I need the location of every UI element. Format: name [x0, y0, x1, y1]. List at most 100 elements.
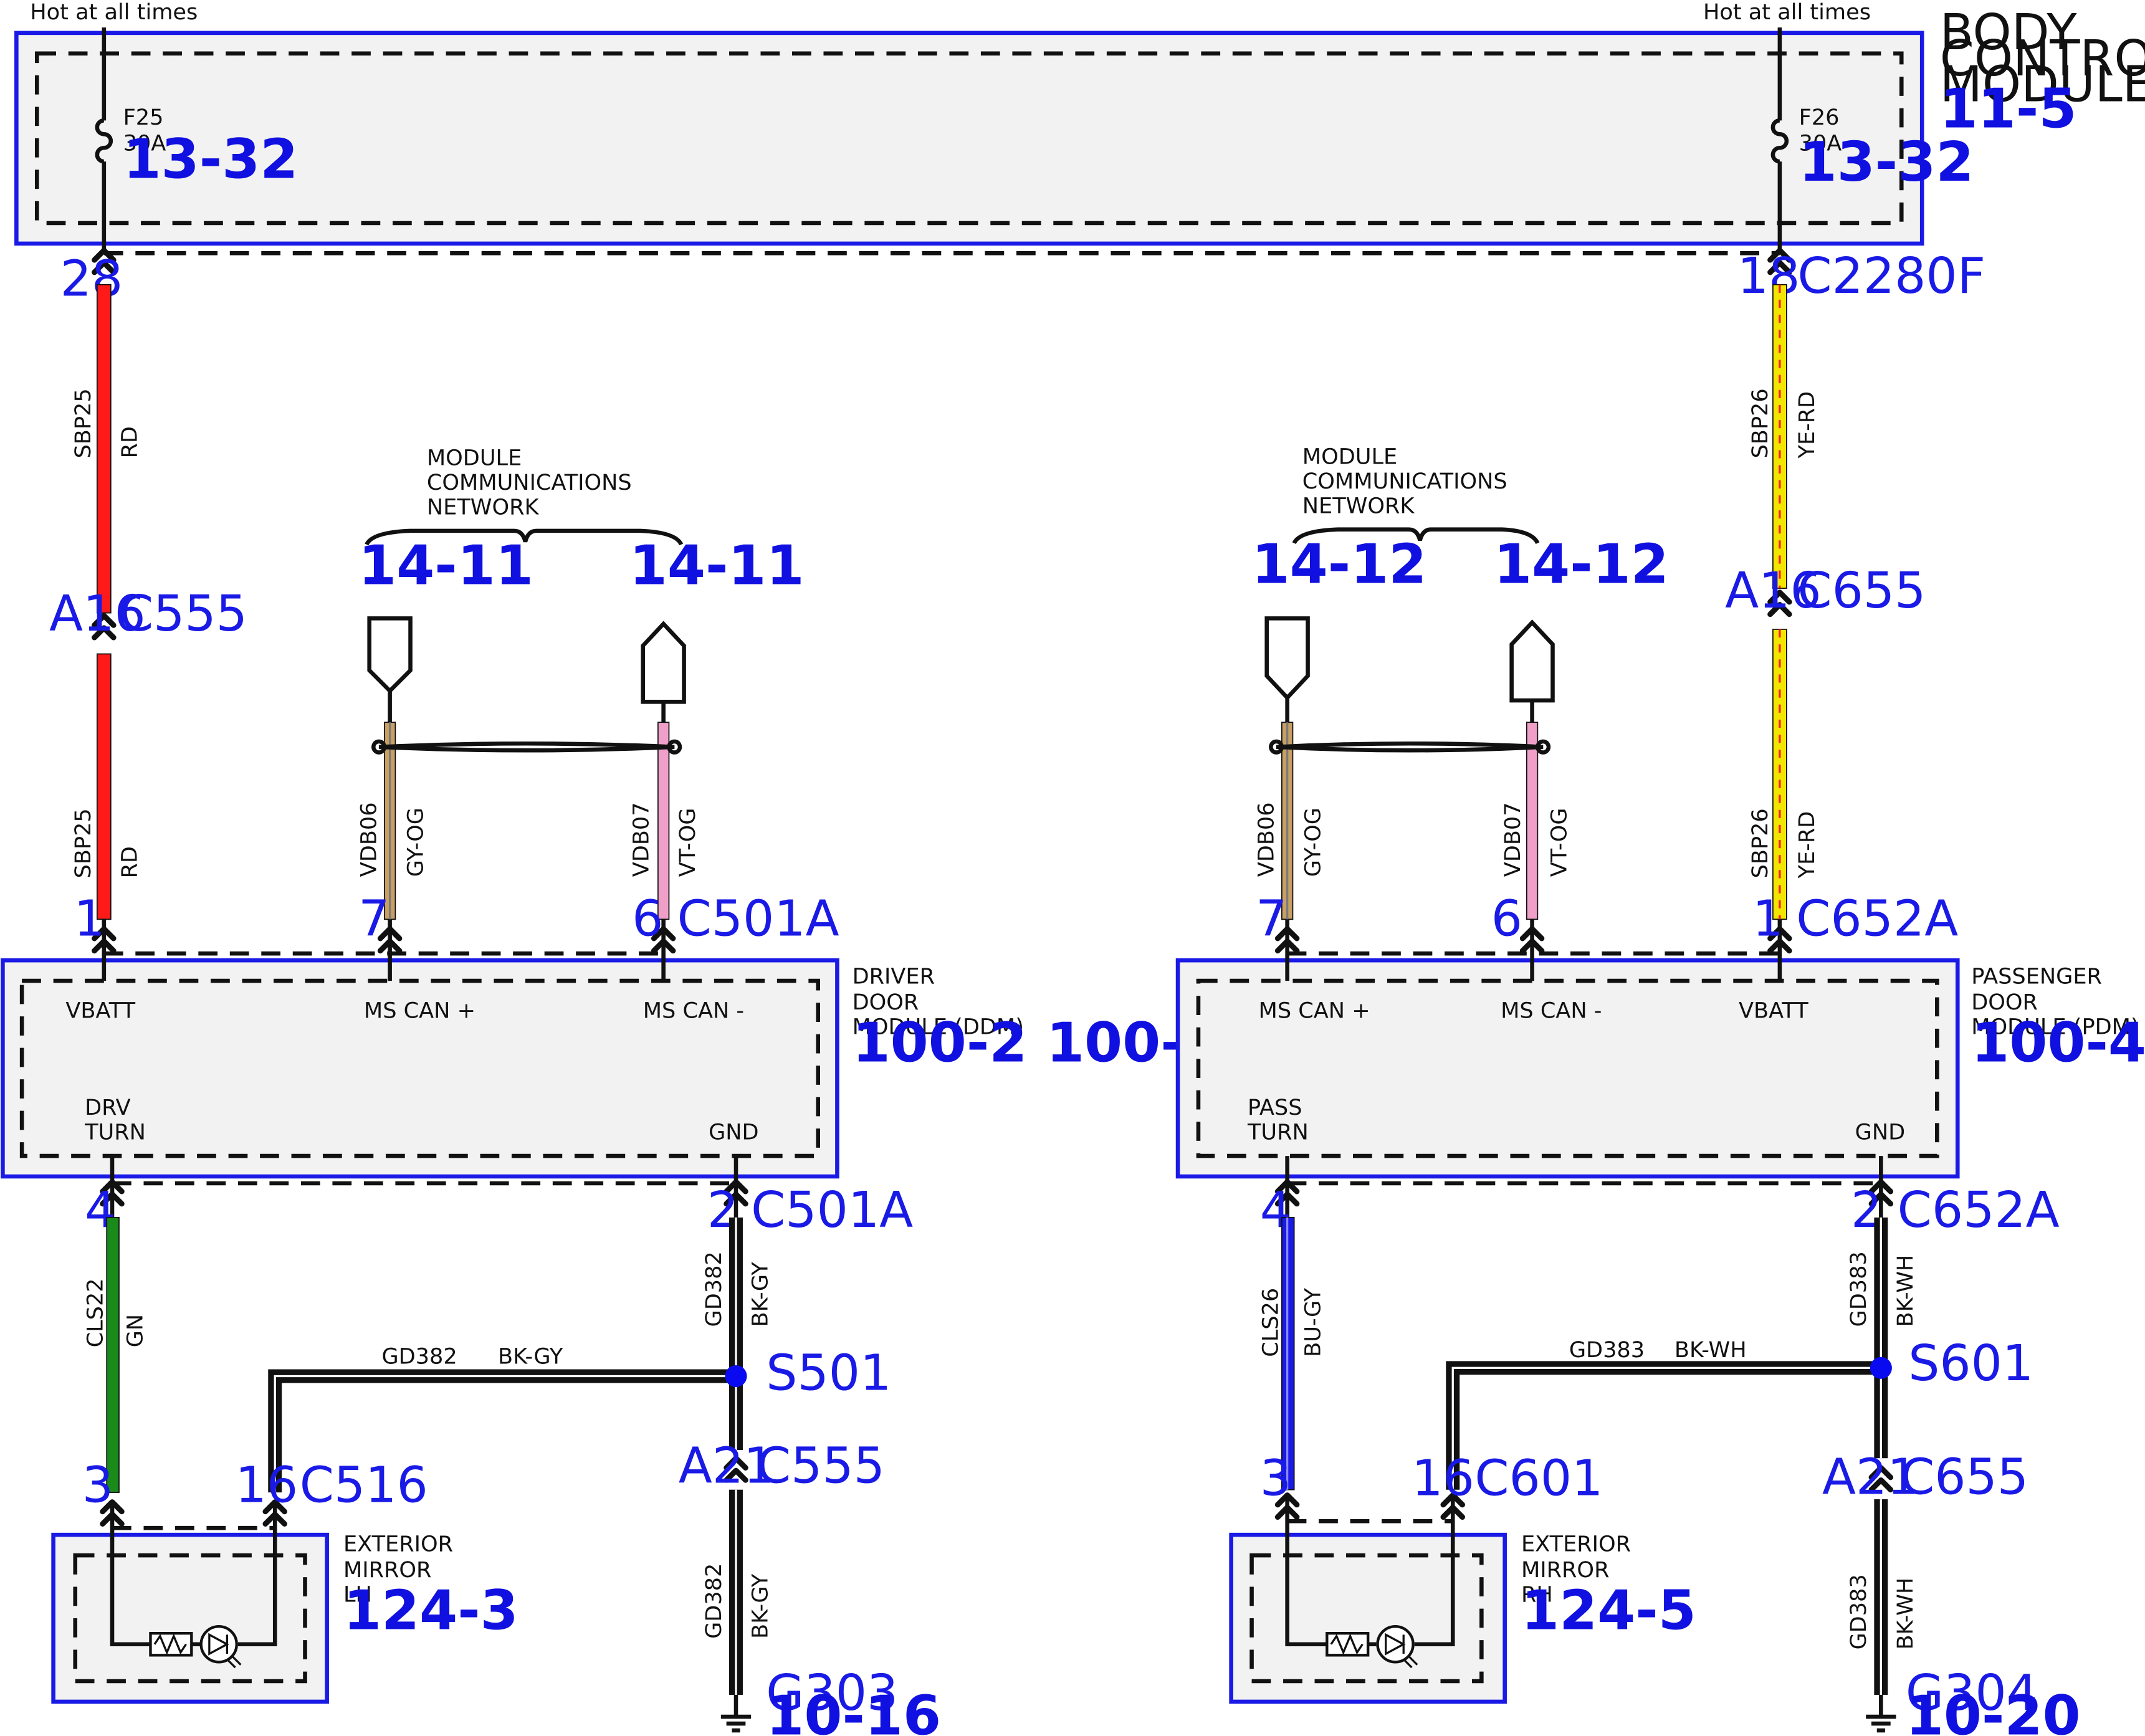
ground-g303: G303 10-16	[720, 1664, 941, 1736]
c555-name-lower: C555	[757, 1438, 885, 1495]
wire-vdb06-right-color: GY-OG	[1300, 808, 1326, 877]
wire-gd383-branch-circuit: GD383	[1569, 1337, 1645, 1363]
hot-at-all-times-left: Hot at all times	[30, 0, 198, 25]
ddm-label-turn: TURN	[84, 1120, 146, 1145]
pdm-name-3: MODULE (PDM)	[1971, 1014, 2139, 1040]
wire-cls26: CLS26 BU-GY	[1258, 1216, 1326, 1490]
wire-gd382-branch-circuit: GD382	[381, 1344, 457, 1370]
bcm-name-3: MODULE (BCM)	[1940, 56, 2145, 113]
wire-gd382-lower-circuit: GD382	[701, 1563, 727, 1639]
bcm-inner-box	[34, 51, 1904, 226]
connector-c555-a21: A21 C555	[679, 1438, 885, 1495]
wire-vdb07-left: VDB07 VT-OG	[629, 722, 700, 920]
wire-vdb06-left: VDB06 GY-OG	[356, 722, 428, 920]
wire-gd383-lower: GD383 BK-WH	[1846, 1499, 1918, 1695]
pdm-label-pass: PASS	[1248, 1095, 1302, 1120]
mirror-rh: 3 16 C601 EXTERIOR MIRROR RH 124-5	[1229, 1449, 1696, 1704]
ddm-label-drv: DRV	[85, 1095, 131, 1120]
pdm-pin-6: 6	[1491, 890, 1522, 948]
mirror-rh-connector-c601: C601	[1474, 1449, 1603, 1507]
ddm-connector-c501a-top: C501A	[677, 890, 839, 948]
ground-g304-label: G304	[1906, 1664, 2038, 1722]
network-left-arrow-in	[367, 616, 413, 694]
network-right-arrow-in	[1264, 616, 1310, 701]
mirror-rh-name-1: EXTERIOR	[1521, 1531, 1631, 1557]
network-right-ref-b: 14-12	[1494, 532, 1669, 596]
wire-vdb06-left-circuit: VDB06	[356, 802, 382, 877]
splice-s601-dot	[1870, 1357, 1892, 1379]
mirror-lh-pin-3: 3	[82, 1456, 113, 1514]
connector-c655-a16: A16 C655	[1725, 562, 1926, 619]
wire-sbp26-lower-circuit: SBP26	[1747, 808, 1773, 878]
ddm-pin-1: 1	[74, 890, 105, 948]
wire-sbp26-upper-circuit: SBP26	[1747, 388, 1773, 458]
pdm-pin-7: 7	[1256, 890, 1287, 948]
network-right-line3: NETWORK	[1302, 493, 1415, 518]
fuse-f25-name: F25	[123, 105, 164, 130]
bcm-connector: 28 18 C2280F	[60, 247, 1986, 307]
wire-vdb07-left-circuit: VDB07	[629, 802, 654, 877]
mirror-lh-name-3: LH	[343, 1582, 372, 1608]
c655-name-lower: C655	[1900, 1448, 2028, 1505]
bcm-ref: 11-5	[1940, 77, 2077, 140]
network-right-ref-a: 14-12	[1252, 532, 1427, 596]
pdm-label-mscan-minus: MS CAN -	[1501, 998, 1602, 1023]
wire-vdb06-right: VDB06 GY-OG	[1254, 722, 1326, 920]
wire-cls22-color: GN	[122, 1314, 148, 1347]
network-right-arrow-out	[1509, 619, 1555, 703]
ddm-label-mscan-minus: MS CAN -	[643, 998, 744, 1023]
pdm-inner-box	[1196, 978, 1939, 1158]
mirror-lh-inner-box	[73, 1553, 307, 1684]
wire-vdb06-right-circuit: VDB06	[1254, 802, 1279, 877]
pdm-ref: 100-4 100-6	[1971, 1011, 2145, 1075]
network-left-ref-b: 14-11	[629, 534, 805, 598]
ddm-name-3: MODULE (DDM)	[853, 1014, 1024, 1040]
pdm-name-1: PASSENGER	[1971, 963, 2102, 989]
wire-vdb06-left-color: GY-OG	[403, 808, 428, 877]
pdm-connector-c652a-bottom: C652A	[1898, 1181, 2060, 1239]
wire-gd383-lower-color: BK-WH	[1893, 1578, 1918, 1650]
c655-name-upper: C655	[1797, 562, 1926, 619]
network-left-brace	[365, 528, 684, 546]
ddm-pin-7: 7	[358, 890, 389, 948]
wire-vdb07-left-color: VT-OG	[675, 808, 700, 877]
ddm-inner-box	[19, 978, 820, 1158]
ddm-connector-c501a-bottom: C501A	[751, 1181, 913, 1239]
splice-s501-label: S501	[766, 1344, 891, 1401]
ground-g303-label: G303	[766, 1664, 898, 1722]
bcm-pin-18: 18	[1737, 247, 1800, 305]
fuse-f25: F25 30A 13-32	[95, 27, 298, 255]
wire-vdb07-right-circuit: VDB07	[1500, 802, 1526, 877]
splice-s601-label: S601	[1908, 1335, 2033, 1392]
fuse-f25-rating: 30A	[123, 131, 166, 156]
mirror-rh-inner-box	[1249, 1553, 1484, 1684]
pdm-label-mscan-plus: MS CAN +	[1259, 998, 1370, 1023]
mirror-lh: 3 16 C516 EXTERIOR MIRROR LH 124-3	[51, 1456, 518, 1704]
network-left-arrow-out	[641, 621, 686, 704]
wire-sbp25-upper-circuit: SBP25	[70, 388, 96, 458]
ddm-label-mscan-plus: MS CAN +	[364, 998, 475, 1023]
mirror-rh-pin-3: 3	[1260, 1449, 1291, 1507]
splice-s601: S601	[1870, 1335, 2033, 1392]
hot-at-all-times-right: Hot at all times	[1703, 0, 1871, 25]
splice-s501-dot	[725, 1365, 747, 1388]
network-right-line1: MODULE	[1302, 444, 1397, 469]
twisted-pair-right	[1269, 739, 1551, 755]
mirror-lh-pin-16: 16	[236, 1456, 299, 1514]
mirror-lh-name-2: MIRROR	[343, 1557, 431, 1583]
pdm-pin-1: 1	[1752, 890, 1784, 948]
mirror-rh-name-3: RH	[1521, 1582, 1553, 1608]
wire-vdb07-right: VDB07 VT-OG	[1500, 722, 1572, 920]
ddm-ref: 100-2 100-3	[853, 1011, 1221, 1075]
wire-sbp26-lower-color: YE-RD	[1794, 811, 1820, 879]
wire-sbp25-upper: SBP25 RD	[70, 284, 143, 614]
ddm-label-vbatt: VBATT	[65, 998, 135, 1023]
splice-s501: S501	[725, 1344, 891, 1401]
mirror-rh-ref: 124-5	[1521, 1579, 1696, 1643]
ddm-name-2: DOOR	[853, 990, 919, 1015]
mirror-lh-connector-c516: C516	[300, 1456, 428, 1514]
wire-gd382-lower-color: BK-GY	[747, 1573, 773, 1639]
network-left-line1: MODULE	[427, 446, 522, 471]
pdm-label-gnd: GND	[1855, 1120, 1906, 1145]
fuse-f26-rating: 30A	[1799, 131, 1842, 156]
